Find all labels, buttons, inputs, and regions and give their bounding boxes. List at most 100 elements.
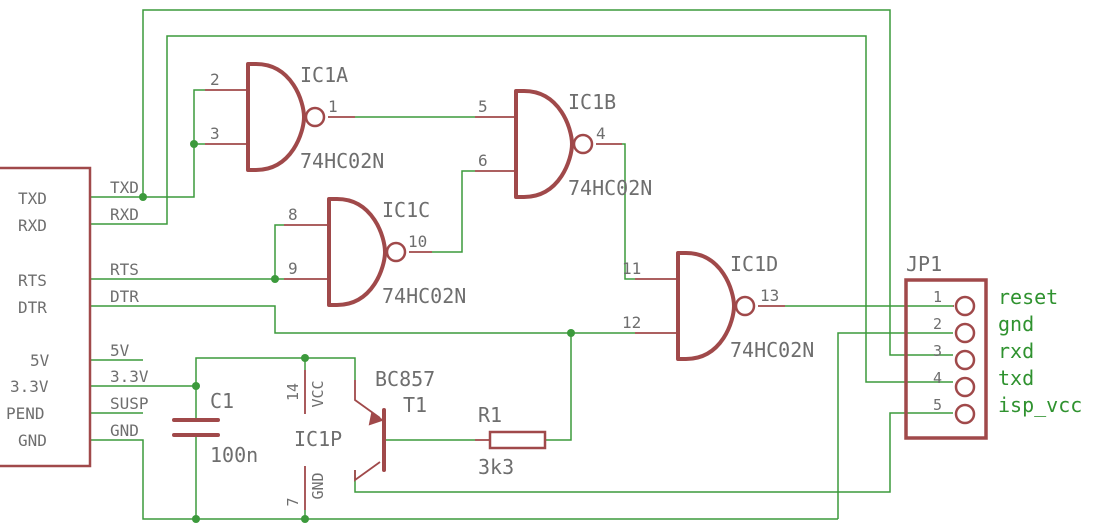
gate-ic1c: IC1C 74HC02N 8 9 10: [284, 197, 466, 308]
jp1-pad-4: [954, 376, 976, 398]
connector-pin-txd: TXD: [18, 189, 47, 208]
jp1-pad-1: [954, 295, 976, 317]
jp1-pin-4: 4: [933, 369, 942, 387]
pin-d-out: 13: [760, 286, 779, 305]
jp1-pad-3: [954, 349, 976, 371]
gate-label-b: IC1B: [568, 90, 616, 114]
connector-body: [0, 166, 92, 468]
r1-label: R1: [478, 403, 502, 427]
gate-ic1a: IC1A 74HC02N 2 3 1: [205, 62, 384, 173]
ic1p-label: IC1P: [294, 427, 342, 451]
left-connector: TXD RXD RTS DTR 5V 3.3V PEND GND: [0, 166, 92, 468]
wire-ic1b-out: [622, 143, 635, 280]
jp1-net-isp-vcc: isp_vcc: [998, 393, 1082, 417]
nor-gate-body-a: [246, 62, 306, 172]
jp1-label: JP1: [906, 252, 942, 276]
jp1-pad-2: [954, 322, 976, 344]
junction-vcc: [301, 354, 309, 362]
net-label-rxd: RXD: [110, 205, 139, 224]
net-label-txd: TXD: [110, 178, 139, 197]
jp1-net-rxd: rxd: [998, 339, 1034, 363]
connector-pin-gnd: GND: [18, 431, 47, 450]
wire-ic1c-in8: [274, 224, 284, 279]
pin-b-in2: 6: [478, 151, 488, 170]
wires: [90, 9, 953, 520]
pin-b-in1: 5: [478, 97, 488, 116]
t1-part: BC857: [375, 367, 435, 391]
c1-label: C1: [210, 389, 234, 413]
net-labels: TXD RXD RTS DTR 5V 3.3V SUSP GND: [110, 178, 149, 440]
jp1-pad-5: [954, 403, 976, 425]
wire-dtr: [90, 305, 635, 334]
wire-33v-bus: [195, 357, 356, 386]
r1-body: [488, 430, 547, 450]
jp1-body: [904, 278, 988, 440]
pin-a-out: 1: [328, 97, 338, 116]
r1-value: 3k3: [478, 455, 514, 479]
junction-33v: [192, 382, 200, 390]
nor-gate-body-b: [514, 89, 574, 199]
nor-gate-body-c: [327, 197, 387, 307]
net-label-gnd: GND: [110, 421, 139, 440]
junctions: [139, 140, 575, 523]
wire-rxd: [90, 35, 953, 383]
ic1p-gnd-pin: 7: [284, 497, 302, 506]
jp1-pin-2: 2: [933, 315, 942, 333]
capacitor-c1: C1 100n: [172, 389, 258, 467]
resistor-r1: R1 3k3: [475, 403, 547, 479]
connector-pin-33v: 3.3V: [10, 377, 49, 396]
pin-d-in2: 12: [622, 313, 641, 332]
wire-txd: [90, 9, 953, 356]
pin-c-in2: 9: [288, 259, 298, 278]
pin-c-in1: 8: [288, 205, 298, 224]
gate-value-a: 74HC02N: [300, 149, 384, 173]
pin-a-in1: 2: [210, 70, 220, 89]
net-label-susp: SUSP: [110, 394, 149, 413]
gate-ic1b: IC1B 74HC02N 5 6 4: [475, 89, 652, 200]
gate-value-c: 74HC02N: [382, 284, 466, 308]
inversion-bubble-b: [572, 133, 594, 155]
pin-a-in2: 3: [210, 124, 220, 143]
inversion-bubble-d: [734, 295, 756, 317]
jp1-pin-3: 3: [933, 342, 942, 360]
net-label-5v: 5V: [110, 341, 130, 360]
jp1-pin-1: 1: [933, 288, 942, 306]
gate-label-a: IC1A: [300, 63, 348, 87]
net-label-33v: 3.3V: [110, 367, 149, 386]
jp1-net-txd: txd: [998, 366, 1034, 390]
gate-ic1d: IC1D 74HC02N 11 12 13: [622, 251, 814, 362]
wire-r1-node: [546, 333, 572, 441]
junction-rts: [271, 275, 279, 283]
jp1-net-gnd: gnd: [998, 312, 1034, 336]
wire-isp-vcc: [354, 412, 953, 493]
header-jp1: JP1 1 2 3 4 5 reset gnd rxd txd isp_vcc: [904, 252, 1082, 440]
junction-txd: [139, 193, 147, 201]
gate-label-c: IC1C: [382, 198, 430, 222]
net-label-rts: RTS: [110, 260, 139, 279]
gate-value-b: 74HC02N: [568, 176, 652, 200]
wire-gnd-bus: [90, 439, 838, 520]
ic1p-power: 14 VCC IC1P 7 GND: [284, 370, 342, 510]
transistor-t1: BC857 T1: [354, 367, 435, 482]
connector-pin-5v: 5V: [30, 351, 50, 370]
junction-ic1a: [190, 140, 198, 148]
gate-label-d: IC1D: [730, 252, 778, 276]
pin-d-in1: 11: [622, 259, 641, 278]
t1-name: T1: [403, 393, 427, 417]
connector-pin-dtr: DTR: [18, 298, 47, 317]
jp1-net-reset: reset: [998, 285, 1058, 309]
connector-pin-rxd: RXD: [18, 216, 47, 235]
connector-pin-pend: PEND: [6, 404, 45, 423]
connector-pin-rts: RTS: [18, 271, 47, 290]
gate-value-d: 74HC02N: [730, 338, 814, 362]
pin-b-out: 4: [596, 124, 606, 143]
net-label-dtr: DTR: [110, 287, 139, 306]
jp1-pin-5: 5: [933, 396, 942, 414]
wire-gnd-jp: [837, 332, 953, 519]
inversion-bubble-c: [385, 241, 407, 263]
junction-dtr: [567, 329, 575, 337]
t1-emitter-arrow: [368, 412, 385, 426]
junction-gnd-ic1p: [301, 515, 309, 523]
c1-value: 100n: [210, 443, 258, 467]
